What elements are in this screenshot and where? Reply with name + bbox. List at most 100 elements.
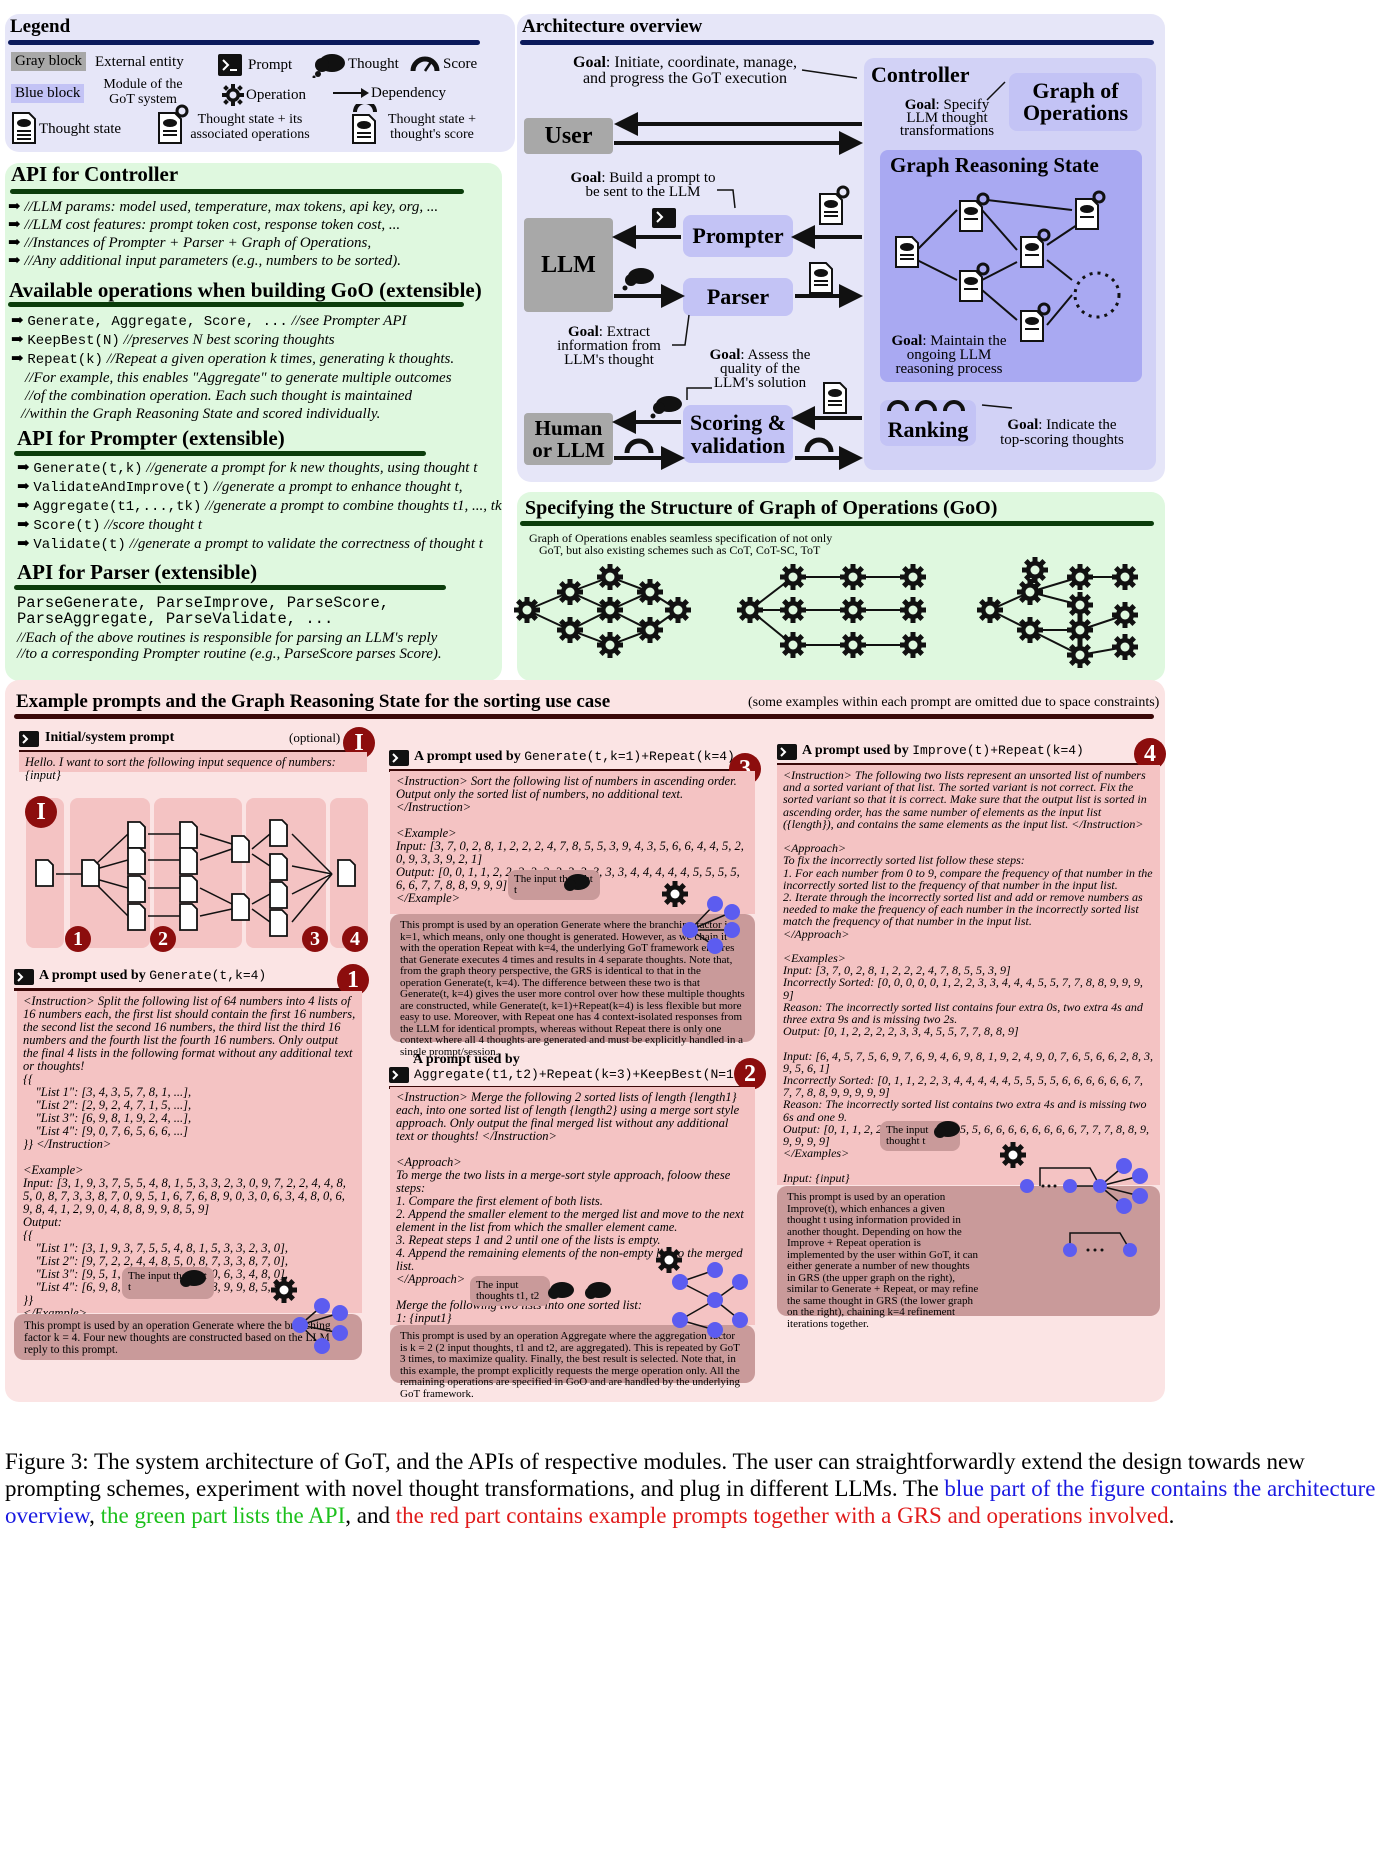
prompt4-title: A prompt used by Improve(t)+Repeat(k=4) — [802, 743, 1084, 758]
prompter-api-line: ➡ Validate(t) //generate a prompt to val… — [17, 536, 483, 553]
ops-title: Available operations when building GoO (… — [9, 278, 482, 302]
prompt1-text: <Instruction> Split the following list o… — [17, 991, 362, 1346]
prompter-block: Prompter — [683, 215, 793, 257]
initial-prompt-text: Hello. I want to sort the following inpu… — [19, 752, 367, 782]
legend-external-entity: External entity — [95, 54, 184, 70]
api-parser-title: API for Parser (extensible) — [17, 560, 258, 584]
parser-code-1: ParseGenerate, ParseImprove, ParseScore, — [17, 594, 390, 612]
prompt3-header: A prompt used by Generate(t,k=1)+Repeat(… — [389, 749, 741, 772]
parser-block: Parser — [683, 278, 793, 316]
dependency-arrow-icon — [333, 88, 369, 98]
llm-block: LLM — [524, 218, 613, 312]
parser-comment-2: //to a corresponding Prompter routine (e… — [17, 646, 442, 662]
prompt3-title: A prompt used by Generate(t,k=1)+Repeat(… — [414, 749, 735, 764]
prompt4-note: This prompt is used by an operation Impr… — [777, 1186, 1160, 1329]
api-controller-title: API for Controller — [11, 162, 179, 186]
scoring-block: Scoring & validation — [683, 405, 793, 463]
legend-prompt: Prompt — [248, 57, 293, 73]
prompt3-note: This prompt is used by an operation Gene… — [390, 914, 755, 1057]
examples-rule — [14, 714, 1154, 719]
api-panel — [5, 163, 502, 681]
legend-rule — [8, 40, 480, 45]
api-prompter-title: API for Prompter (extensible) — [17, 426, 285, 450]
examples-title: Example prompts and the Graph Reasoning … — [16, 691, 611, 712]
badge-3-grs: 3 — [302, 926, 328, 952]
prompter-api-line: ➡ Aggregate(t1,...,tk) //generate a prom… — [17, 498, 502, 515]
parser-comment-1: //Each of the above routines is responsi… — [17, 630, 438, 646]
operation-icon — [222, 84, 244, 106]
initial-prompt-title: Initial/system prompt — [45, 730, 175, 745]
goo-example-graphs — [514, 557, 1138, 668]
prompt-icon — [14, 969, 34, 985]
badge-1-grs: 1 — [65, 926, 91, 952]
thought-state-icon — [12, 112, 36, 144]
initial-prompt-header: Initial/system prompt (optional) — [19, 730, 364, 753]
api-controller-line: ➡ //Instances of Prompter + Parser + Gra… — [8, 235, 372, 251]
figure-caption: Figure 3: The system architecture of GoT… — [5, 1449, 1376, 1528]
goo-struct-title: Specifying the Structure of Graph of Ope… — [525, 497, 998, 519]
prompt-icon — [389, 750, 409, 766]
prompter-api-line: ➡ Score(t) //score thought t — [17, 517, 203, 534]
legend-thought-state: Thought state — [39, 121, 122, 137]
input-thoughts-bubble: The input thoughts t1, t2 — [470, 1276, 550, 1306]
ops-line: ➡ KeepBest(N) //preserves N best scoring… — [11, 332, 335, 349]
score-icon — [410, 56, 440, 72]
api-controller-line: ➡ //LLM cost features: prompt token cost… — [8, 217, 401, 233]
ops-more: //For example, this enables "Aggregate" … — [25, 370, 452, 386]
grs-column — [154, 798, 242, 948]
badge-4: 4 — [1134, 738, 1166, 770]
api-parser-rule — [14, 585, 446, 590]
parser-code-2: ParseAggregate, ParseValidate, ... — [17, 610, 334, 628]
badge-initial-grs: I — [25, 796, 57, 828]
goal-prompter: Goal: Build a prompt to be sent to the L… — [570, 170, 716, 200]
human-or-llm-block: Human or LLM — [524, 413, 613, 465]
api-controller-list: ➡ //LLM params: model used, temperature,… — [8, 198, 438, 270]
legend-module: Module of the GoT system — [103, 77, 183, 107]
thought-icon — [312, 54, 345, 78]
prompt-icon — [19, 731, 39, 747]
goo-block: Graph of Operations — [1009, 73, 1142, 131]
architecture-arrows — [612, 69, 1121, 470]
ops-line: ➡ Repeat(k) //Repeat a given operation k… — [11, 351, 455, 368]
badge-2-grs: 2 — [150, 926, 176, 952]
goal-ranking: Goal: Indicate the top-scoring thoughts — [1000, 417, 1124, 448]
prompt2-text: <Instruction> Merge the following 2 sort… — [390, 1087, 755, 1364]
prompter-api-line: ➡ Generate(t,k) //generate a prompt for … — [17, 460, 478, 477]
legend-title: Legend — [10, 16, 71, 37]
example-op-graphs — [180, 874, 1148, 1354]
architecture-rule — [520, 40, 1154, 45]
legend-thought-state-score: Thought state + thought's score — [388, 112, 476, 142]
api-prompter-list: ➡ Generate(t,k) //generate a prompt for … — [17, 459, 502, 554]
ops-more: //within the Graph Reasoning State and s… — [21, 406, 381, 422]
architecture-title: Architecture overview — [522, 16, 703, 37]
api-controller-rule — [10, 189, 464, 194]
prompt4-header: A prompt used by Improve(t)+Repeat(k=4) — [777, 743, 1157, 766]
goal-scoring: Goal: Assess the quality of the LLM's so… — [709, 347, 811, 391]
ops-line: ➡ Generate, Aggregate, Score, ... //see … — [11, 313, 407, 330]
legend-score: Score — [443, 56, 478, 72]
examples-note: (some examples within each prompt are om… — [748, 695, 1160, 710]
goo-struct-desc-2: GoT, but also existing schemes such as C… — [539, 543, 821, 557]
badge-4-grs: 4 — [342, 926, 368, 952]
grs-doc-icons — [35, 819, 356, 937]
controller-title: Controller — [871, 62, 970, 87]
prompt-icon — [218, 54, 242, 76]
api-prompter-rule — [14, 451, 426, 456]
goal-controller: Goal: Initiate, coordinate, manage, and … — [573, 54, 797, 87]
goal-grs: Goal: Maintain the ongoing LLM reasoning… — [891, 333, 1007, 377]
ops-rule — [8, 302, 464, 307]
thought-state-ops-icon — [158, 104, 189, 144]
ops-list: ➡ Generate, Aggregate, Score, ... //see … — [11, 312, 454, 423]
goal-parser: Goal: Extract information from LLM's tho… — [557, 324, 661, 368]
prompt2-code: Aggregate(t1,t2)+Repeat(k=3)+KeepBest(N=… — [414, 1067, 742, 1082]
gray-block-sample: Gray block — [11, 52, 87, 71]
legend-thought-state-ops: Thought state + its associated operation… — [190, 112, 310, 142]
api-controller-line: ➡ //Any additional input parameters (e.g… — [8, 253, 401, 269]
grs-thought-states — [895, 190, 1106, 342]
blue-block-sample: Blue block — [11, 84, 85, 103]
prompt-icon — [389, 1067, 409, 1083]
prompter-api-line: ➡ ValidateAndImprove(t) //generate a pro… — [17, 479, 463, 496]
legend-operation: Operation — [246, 87, 306, 103]
user-block: User — [524, 118, 613, 154]
ranking-block: Ranking — [880, 400, 976, 446]
